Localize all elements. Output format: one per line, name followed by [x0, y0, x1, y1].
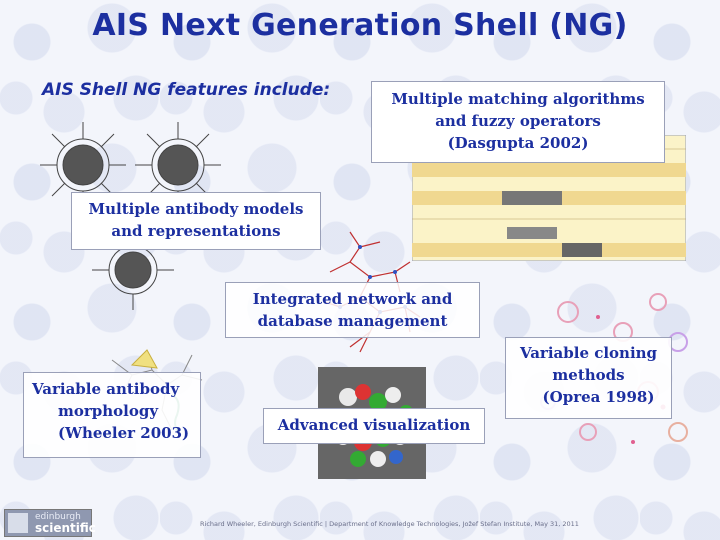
feature-line: (Oprea 1998)	[542, 388, 655, 406]
feature-line: Variable antibody	[32, 380, 180, 398]
feature-antibody-morphology: Variable antibody morphology (Wheeler 20…	[23, 372, 201, 458]
logo-line1: edinburgh	[35, 512, 81, 522]
slide-subtitle: AIS Shell NG features include:	[42, 80, 331, 100]
feature-line: database management	[257, 312, 448, 330]
feature-antibody-models: Multiple antibody models and representat…	[71, 192, 321, 250]
feature-line: Variable cloning	[519, 344, 658, 362]
logo-mark-icon	[8, 513, 28, 533]
feature-line: (Wheeler 2003)	[58, 424, 190, 442]
feature-cloning-methods: Variable cloning methods (Oprea 1998)	[505, 337, 672, 419]
feature-line: methods	[552, 366, 625, 384]
slide-footer: Richard Wheeler, Edinburgh Scientific | …	[200, 520, 579, 528]
feature-line: and representations	[111, 222, 281, 240]
feature-line: Multiple antibody models	[88, 200, 304, 218]
feature-matching-algorithms: Multiple matching algorithms and fuzzy o…	[371, 81, 665, 163]
edinburgh-scientific-logo: edinburgh scientific	[4, 509, 96, 537]
slide-title: AIS Next Generation Shell (NG)	[92, 8, 628, 43]
feature-advanced-visualization: Advanced visualization	[263, 408, 485, 444]
feature-line: Advanced visualization	[277, 416, 471, 434]
feature-line: Multiple matching algorithms	[391, 90, 645, 108]
feature-line: and fuzzy operators	[435, 112, 601, 130]
feature-network-database: Integrated network and database manageme…	[225, 282, 480, 338]
feature-line: Integrated network and	[252, 290, 453, 308]
feature-line: (Dasgupta 2002)	[447, 134, 589, 152]
logo-line2: scientific	[35, 521, 96, 535]
feature-line: morphology	[58, 402, 159, 420]
